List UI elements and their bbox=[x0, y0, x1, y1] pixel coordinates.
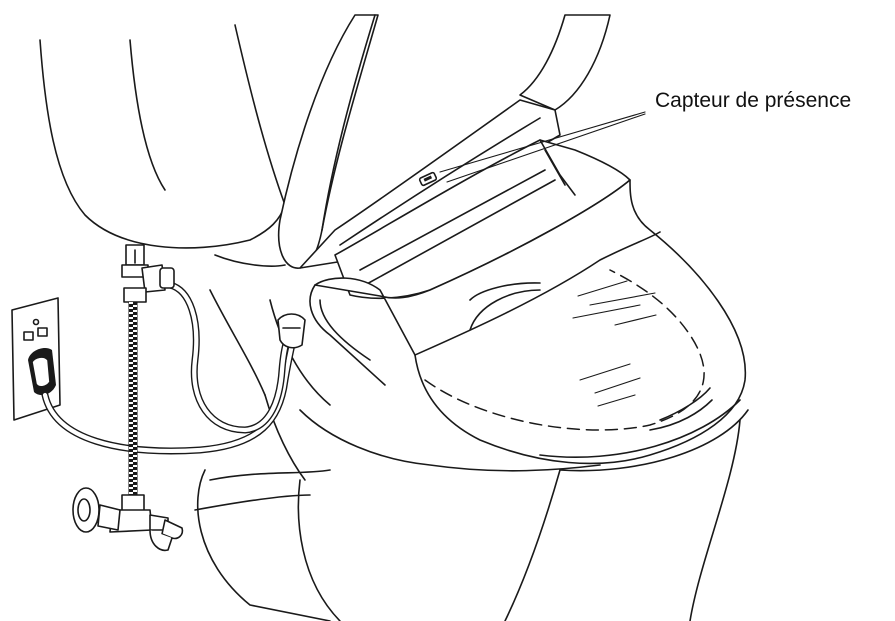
presence-sensor-label: Capteur de présence bbox=[655, 89, 852, 112]
water-hose bbox=[166, 281, 304, 434]
t-valve bbox=[121, 244, 175, 303]
hose-connector bbox=[277, 313, 306, 349]
toilet-seat bbox=[309, 179, 749, 472]
seat-housing bbox=[299, 99, 631, 300]
toilet-seat-lid bbox=[277, 14, 611, 269]
presence-sensor bbox=[418, 171, 438, 187]
wall-outlet bbox=[11, 297, 61, 421]
braided-supply-line bbox=[128, 302, 138, 495]
callout-leader-line-2 bbox=[446, 113, 646, 183]
toilet-tank bbox=[39, 24, 286, 249]
shut-off-valve bbox=[72, 487, 184, 552]
power-cord bbox=[41, 321, 299, 455]
callout-leader-line bbox=[439, 111, 646, 173]
toilet-bowl bbox=[194, 254, 741, 621]
